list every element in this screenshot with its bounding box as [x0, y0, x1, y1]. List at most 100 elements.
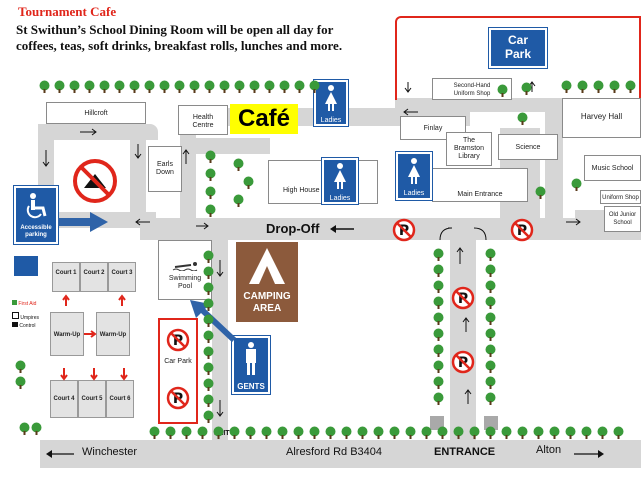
tree-icon — [309, 80, 320, 93]
tree-icon — [437, 426, 448, 439]
tree-icon — [485, 312, 496, 325]
camping-l1: CAMPING — [243, 291, 291, 302]
tree-icon — [469, 426, 480, 439]
wheelchair-icon — [26, 193, 47, 219]
car-park-sign-line1: Car — [507, 33, 528, 47]
tree-icon — [174, 80, 185, 93]
accessible-arrow-icon — [58, 212, 108, 232]
control-icon — [12, 322, 18, 327]
building-earls-down: Earls Down — [148, 146, 182, 192]
tree-icon — [293, 426, 304, 439]
tree-icon — [517, 112, 528, 125]
warm-up-1: Warm-Up — [50, 312, 84, 356]
old-junior-l2: School — [613, 220, 632, 226]
science-label: Science — [515, 144, 541, 151]
tree-icon — [277, 426, 288, 439]
tree-icon — [389, 426, 400, 439]
tree-icon — [485, 426, 496, 439]
alton-arrow-icon — [574, 450, 604, 458]
subtitle-line1: St Swithun’s School Dining Room will be … — [16, 22, 334, 37]
tree-icon — [129, 80, 140, 93]
second-hand-l2: Uniform Shop — [453, 91, 491, 97]
alresford-road-label: Alresford Rd B3404 — [286, 446, 382, 458]
car-park-main-outline — [395, 16, 641, 100]
tree-icon — [165, 426, 176, 439]
tree-icon — [485, 392, 496, 405]
ladies-sign-1-label: Ladies — [320, 117, 342, 124]
tree-icon — [517, 426, 528, 439]
tree-icon — [485, 248, 496, 261]
tree-icon — [497, 84, 508, 97]
main-entrance-label: Main Entrance — [457, 191, 503, 198]
tree-icon — [535, 186, 546, 199]
ladies-sign-2: Ladies — [321, 157, 359, 205]
winchester-arrow-icon — [46, 450, 74, 458]
court-2: Court 2 — [80, 262, 108, 292]
tree-icon — [485, 376, 496, 389]
page-title: Tournament Cafe — [18, 4, 117, 19]
car-park-sign: Car Park — [488, 27, 548, 69]
finlay-label: Finlay — [423, 125, 443, 132]
no-parking-icon: P — [392, 218, 416, 242]
building-old-junior: Old Junior School — [604, 206, 641, 232]
first-aid-label: First Aid — [18, 301, 37, 307]
legend-control: Control — [12, 322, 36, 329]
building-music-school: Music School — [584, 155, 641, 181]
warm-up-1-label: Warm-Up — [53, 332, 81, 338]
tree-icon — [581, 426, 592, 439]
drop-off-label: Drop-Off — [266, 221, 320, 236]
earls-down-l2: Down — [156, 169, 174, 176]
tree-icon — [19, 422, 30, 435]
tree-icon — [203, 314, 214, 327]
tree-icon — [571, 178, 582, 191]
female-icon — [408, 158, 420, 184]
gents-sign: GENTS — [231, 335, 271, 395]
music-school-label: Music School — [591, 165, 634, 172]
tree-icon — [31, 422, 42, 435]
swimmer-icon — [172, 262, 198, 271]
no-parking-icon: P — [166, 328, 190, 352]
gate-post — [430, 416, 444, 430]
building-health-centre: Health Centre — [178, 105, 228, 135]
tent-icon — [249, 248, 285, 284]
building-main-entrance: Main Entrance — [432, 168, 528, 202]
court-4: Court 4 — [50, 380, 78, 418]
tree-icon — [203, 410, 214, 423]
legend-parking-icon — [14, 256, 38, 276]
court-5-label: Court 5 — [81, 396, 103, 402]
accessible-parking-sign: Accessible parking — [13, 185, 59, 245]
building-second-hand: Second-Hand Uniform Shop — [432, 78, 512, 100]
tree-icon — [245, 426, 256, 439]
east-road — [545, 98, 563, 238]
tree-icon — [433, 264, 444, 277]
accessible-l2: parking — [25, 232, 47, 238]
tree-icon — [433, 344, 444, 357]
hillcroft-road — [130, 124, 146, 224]
ladies-sign-2-label: Ladies — [329, 195, 351, 202]
old-junior-l1: Old Junior — [608, 212, 637, 218]
tree-icon — [533, 426, 544, 439]
tree-icon — [233, 194, 244, 207]
legend-umpires: Umpires — [12, 312, 39, 321]
tree-icon — [15, 376, 26, 389]
tree-icon — [159, 80, 170, 93]
tree-icon — [189, 80, 200, 93]
tree-icon — [549, 426, 560, 439]
no-parking-icon: P — [451, 286, 475, 310]
gate-post — [484, 416, 498, 430]
ladies-sign-3: Ladies — [395, 151, 433, 201]
camping-l2: AREA — [252, 303, 282, 314]
court-3: Court 3 — [108, 262, 136, 292]
legend-first-aid: First Aid — [12, 300, 36, 307]
tree-icon — [203, 362, 214, 375]
tree-icon — [203, 298, 214, 311]
second-hand-l1: Second-Hand — [453, 83, 491, 89]
page-subtitle: St Swithun’s School Dining Room will be … — [16, 22, 436, 54]
court-1: Court 1 — [52, 262, 80, 292]
cafe-label: Café — [237, 105, 291, 132]
tree-icon — [69, 80, 80, 93]
no-parking-icon: P — [510, 218, 534, 242]
tree-icon — [279, 80, 290, 93]
